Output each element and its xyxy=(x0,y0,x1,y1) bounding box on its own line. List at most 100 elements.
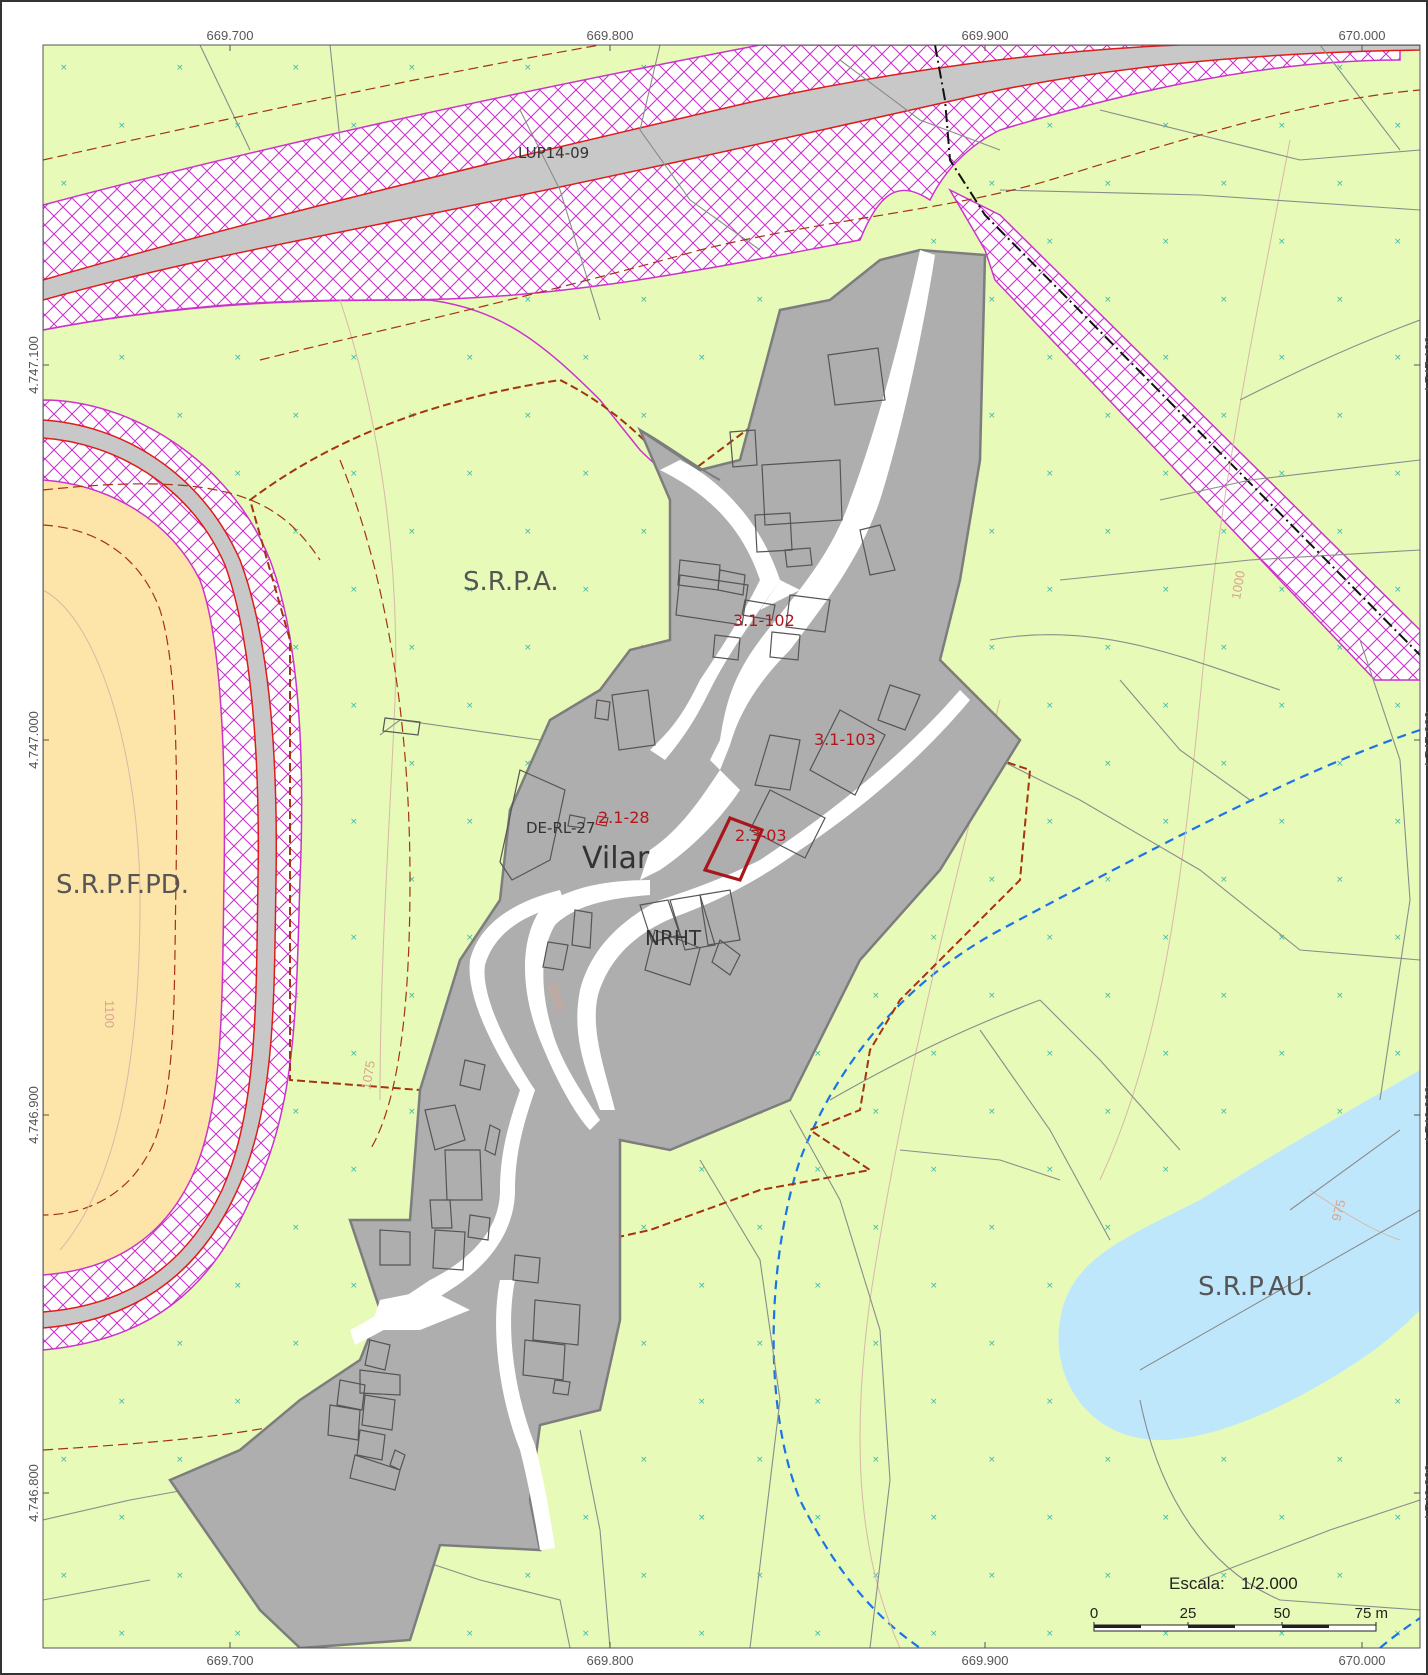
svg-text:×: × xyxy=(872,991,880,1001)
svg-text:×: × xyxy=(60,63,68,73)
svg-text:×: × xyxy=(1162,701,1170,711)
svg-text:×: × xyxy=(1046,1049,1054,1059)
svg-text:×: × xyxy=(1336,411,1344,421)
water-protection-area[interactable] xyxy=(1058,1070,1420,1440)
reference-label-4: 2.3-03 xyxy=(735,826,787,845)
svg-text:×: × xyxy=(1046,1513,1054,1523)
map-border xyxy=(42,44,1421,1649)
y-tick-label-left: 4.746.900 xyxy=(26,1086,41,1144)
svg-text:×: × xyxy=(930,1513,938,1523)
svg-text:×: × xyxy=(1046,585,1054,595)
svg-text:×: × xyxy=(60,1571,68,1581)
svg-text:×: × xyxy=(1220,179,1228,189)
svg-text:×: × xyxy=(1278,817,1286,827)
svg-text:×: × xyxy=(1394,933,1402,943)
svg-text:×: × xyxy=(1394,1513,1402,1523)
svg-text:×: × xyxy=(524,411,532,421)
svg-text:×: × xyxy=(1046,933,1054,943)
svg-text:×: × xyxy=(872,1223,880,1233)
svg-text:×: × xyxy=(1220,1455,1228,1465)
svg-text:×: × xyxy=(988,295,996,305)
svg-text:×: × xyxy=(1104,295,1112,305)
svg-text:×: × xyxy=(176,1571,184,1581)
svg-text:×: × xyxy=(930,1629,938,1639)
svg-text:×: × xyxy=(1394,1049,1402,1059)
svg-text:×: × xyxy=(698,1165,706,1175)
svg-text:×: × xyxy=(988,643,996,653)
svg-text:×: × xyxy=(118,1397,126,1407)
y-tick-label-right: 4.746.900 xyxy=(1422,1086,1428,1144)
road-corridor-north[interactable] xyxy=(43,45,1420,481)
svg-text:×: × xyxy=(872,1455,880,1465)
svg-text:×: × xyxy=(1394,585,1402,595)
svg-text:×: × xyxy=(1104,411,1112,421)
svg-text:×: × xyxy=(350,353,358,363)
svg-text:×: × xyxy=(1046,701,1054,711)
svg-text:×: × xyxy=(988,991,996,1001)
svg-text:×: × xyxy=(814,1049,822,1059)
contour-label-1100: 1100 xyxy=(102,1000,117,1028)
svg-text:×: × xyxy=(1162,353,1170,363)
svg-text:×: × xyxy=(466,353,474,363)
svg-text:×: × xyxy=(1336,527,1344,537)
svg-text:×: × xyxy=(1162,1049,1170,1059)
svg-text:×: × xyxy=(1336,875,1344,885)
svg-text:×: × xyxy=(1336,759,1344,769)
svg-text:×: × xyxy=(930,1049,938,1059)
forest-protection-area[interactable] xyxy=(43,399,303,1351)
svg-text:×: × xyxy=(1278,933,1286,943)
svg-text:×: × xyxy=(234,121,242,131)
y-tick-label-right: 4.747.000 xyxy=(1422,711,1428,769)
svg-text:×: × xyxy=(118,353,126,363)
road-corridor-diagonal[interactable] xyxy=(934,45,1420,681)
x-tick-label-top: 670.000 xyxy=(1339,28,1386,43)
svg-text:×: × xyxy=(1336,179,1344,189)
svg-text:×: × xyxy=(1394,701,1402,711)
svg-text:×: × xyxy=(1220,1571,1228,1581)
svg-text:×: × xyxy=(350,817,358,827)
highlighted-parcel[interactable] xyxy=(702,815,765,882)
contour-label-1075: 1075 xyxy=(358,1059,378,1090)
svg-text:×: × xyxy=(582,1629,590,1639)
svg-text:×: × xyxy=(1278,353,1286,363)
svg-text:×: × xyxy=(350,1049,358,1059)
svg-text:×: × xyxy=(1162,817,1170,827)
svg-text:×: × xyxy=(408,759,416,769)
svg-text:×: × xyxy=(1046,1281,1054,1291)
parcel-lines xyxy=(43,45,1420,1648)
svg-text:×: × xyxy=(640,1339,648,1349)
svg-text:×: × xyxy=(640,1571,648,1581)
svg-text:×: × xyxy=(292,1107,300,1117)
contour-label-975: 975 xyxy=(1328,1198,1348,1223)
watercourse-line[interactable] xyxy=(772,728,1420,1648)
x-tick-label-bottom: 669.700 xyxy=(207,1653,254,1668)
zone-label-srpa: S.R.P.A. xyxy=(463,567,559,597)
svg-text:×: × xyxy=(1046,353,1054,363)
svg-text:×: × xyxy=(408,875,416,885)
svg-text:×: × xyxy=(1394,817,1402,827)
svg-text:×: × xyxy=(1046,1165,1054,1175)
svg-text:×: × xyxy=(1394,1397,1402,1407)
svg-text:×: × xyxy=(756,1571,764,1581)
svg-text:×: × xyxy=(640,1223,648,1233)
svg-text:×: × xyxy=(640,295,648,305)
svg-text:×: × xyxy=(524,63,532,73)
svg-text:×: × xyxy=(988,1339,996,1349)
svg-text:×: × xyxy=(1278,1513,1286,1523)
infrastructure-label: LUP14-09 xyxy=(518,144,589,162)
svg-text:×: × xyxy=(1104,179,1112,189)
svg-text:×: × xyxy=(1278,1049,1286,1059)
x-tick-label-top: 669.700 xyxy=(207,28,254,43)
svg-text:×: × xyxy=(582,585,590,595)
svg-text:×: × xyxy=(930,933,938,943)
svg-text:×: × xyxy=(524,527,532,537)
svg-text:×: × xyxy=(1046,817,1054,827)
x-tick-label-bottom: 670.000 xyxy=(1339,1653,1386,1668)
svg-text:×: × xyxy=(1104,1107,1112,1117)
contour-lines xyxy=(43,139,1401,1648)
svg-text:×: × xyxy=(988,875,996,885)
scale-tick-label: 25 xyxy=(1180,1605,1197,1622)
svg-text:×: × xyxy=(1046,121,1054,131)
reference-label-3: 2.1-28 xyxy=(598,808,650,827)
